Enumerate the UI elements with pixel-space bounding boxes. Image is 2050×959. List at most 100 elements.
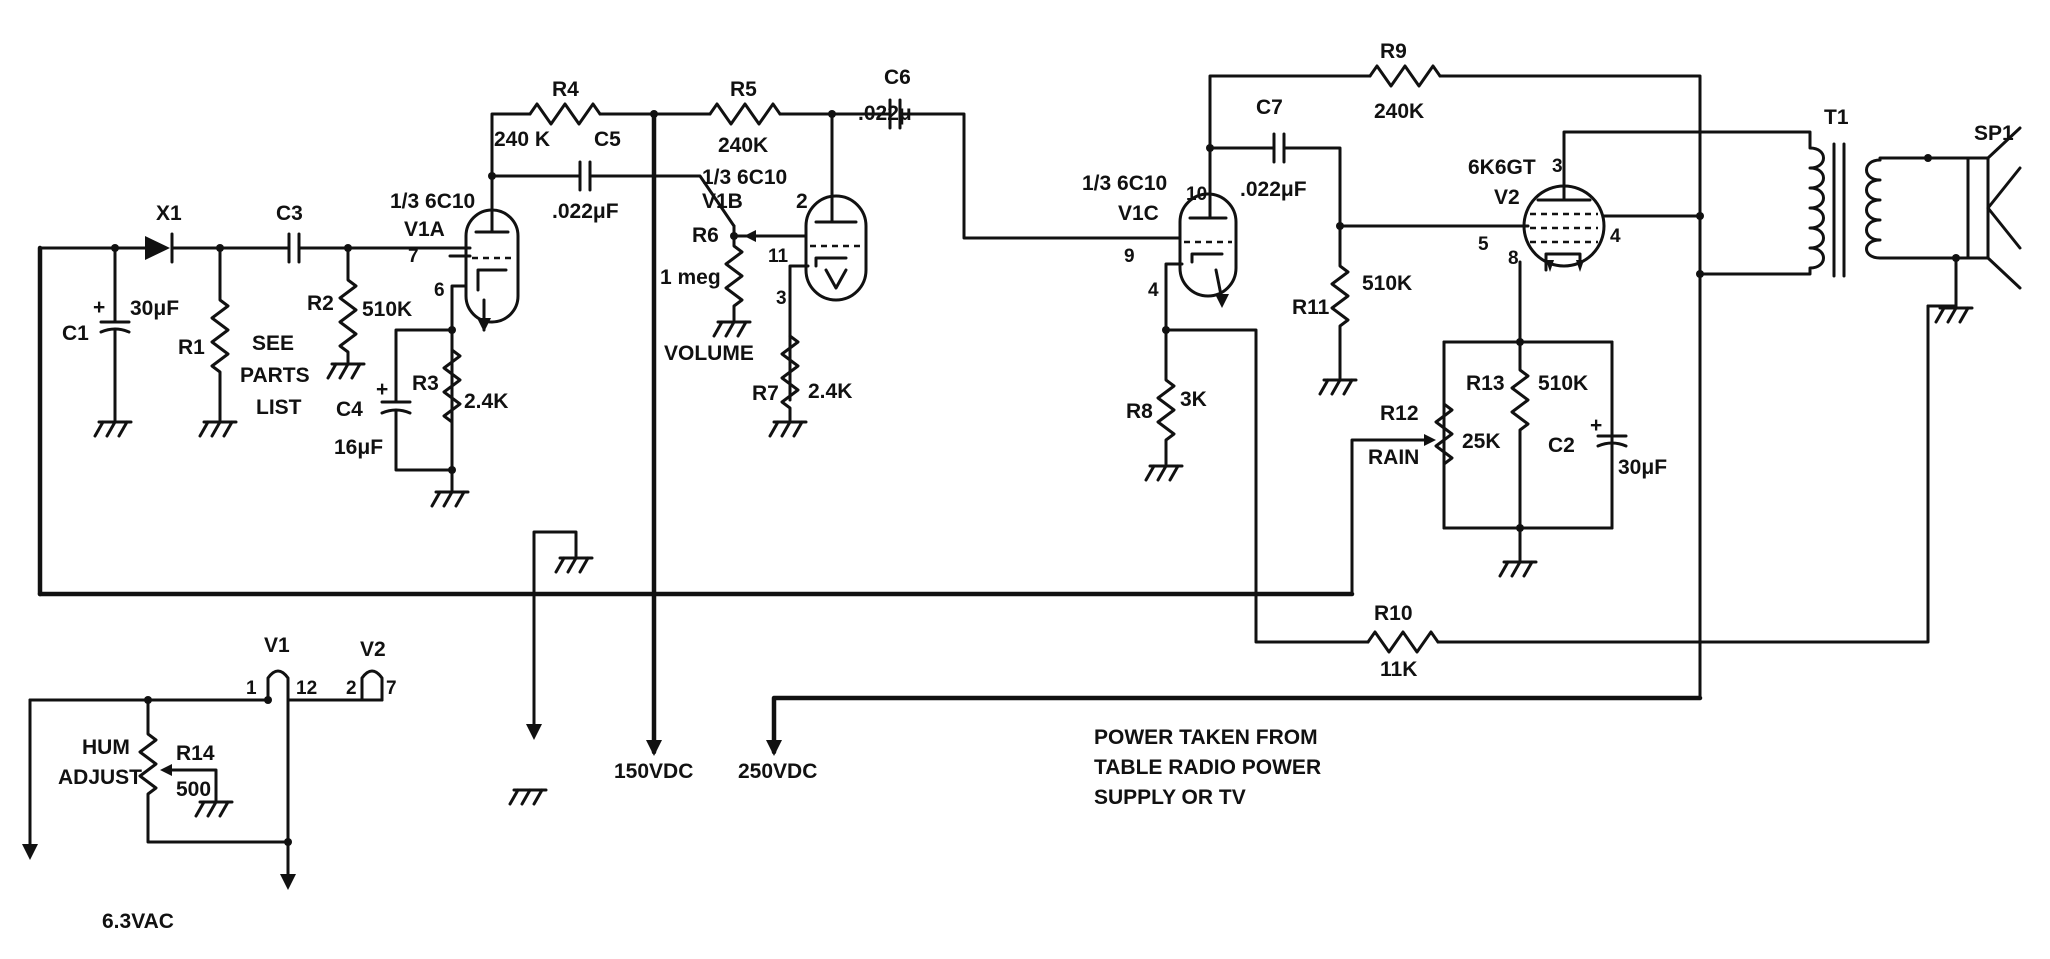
capacitor-c1	[93, 246, 133, 438]
r3-value: 2.4K	[464, 390, 508, 413]
r10-value: 11K	[1380, 658, 1417, 681]
c2-value: 30μF	[1618, 456, 1667, 479]
v1b-pin-3: 3	[776, 288, 787, 309]
resistor-r7	[768, 334, 808, 438]
r12-function: RAIN	[1368, 446, 1419, 469]
c3-label: C3	[276, 202, 303, 225]
resistor-r9	[1368, 64, 1442, 88]
heater-v2-pin-7: 7	[386, 678, 397, 699]
c1-polarity: +	[93, 296, 105, 319]
heater-v2-pin-2: 2	[346, 678, 357, 699]
r1-note-line1: SEE	[252, 332, 294, 355]
power-note-line3: SUPPLY OR TV	[1094, 786, 1246, 809]
r8-label: R8	[1126, 400, 1153, 423]
v2-type: 6K6GT	[1468, 156, 1536, 179]
r11-label: R11	[1292, 296, 1330, 319]
heater-v1-pin-12: 12	[296, 678, 317, 699]
c5-value: .022μF	[552, 200, 619, 223]
resistor-r4	[528, 102, 602, 126]
c4-label: C4	[336, 398, 363, 421]
v1b-pin-11: 11	[768, 246, 789, 267]
transformer-t1	[1698, 130, 1970, 278]
v1a-pin-7: 7	[408, 246, 419, 267]
r14-function-line2: ADJUST	[58, 766, 142, 789]
r7-value: 2.4K	[808, 380, 852, 403]
r1-note-line3: LIST	[256, 396, 302, 419]
resistor-r3	[442, 348, 462, 472]
v1a-type: 1/3 6C10	[390, 190, 475, 213]
heater-wiring	[22, 669, 384, 890]
r6-function: VOLUME	[664, 342, 754, 365]
v1c-label: V1C	[1118, 202, 1159, 225]
r5-value: 240K	[718, 134, 768, 157]
capacitor-c4	[380, 328, 454, 472]
v1b-pin-2: 2	[796, 190, 808, 213]
speaker-sp1	[1966, 126, 2022, 290]
supply-6-3vac: 6.3VAC	[102, 910, 174, 933]
r2-value: 510K	[362, 298, 412, 321]
r4-value: 240 K	[494, 128, 550, 151]
c6-value: .022μ	[858, 102, 912, 125]
c1-value: 30μF	[130, 297, 179, 320]
r4-label: R4	[552, 78, 579, 101]
r14-value: 500	[176, 778, 211, 801]
power-note-line1: POWER TAKEN FROM	[1094, 726, 1318, 749]
potentiometer-r12	[1424, 340, 1454, 530]
r6-label: R6	[692, 224, 719, 247]
heater-v1-label: V1	[264, 634, 290, 657]
t1-label: T1	[1824, 106, 1849, 129]
c1-label: C1	[62, 322, 89, 345]
r13-label: R13	[1466, 372, 1505, 395]
r1-note-line2: PARTS	[240, 364, 310, 387]
heater-v1-pin-1: 1	[246, 678, 257, 699]
resistor-r8	[1144, 328, 1184, 482]
r12-label: R12	[1380, 402, 1419, 425]
r11-value: 510K	[1362, 272, 1412, 295]
c4-polarity: +	[376, 378, 388, 401]
r14-function-line1: HUM	[82, 736, 130, 759]
v2-pin-5: 5	[1478, 234, 1489, 255]
resistor-r10	[1366, 630, 1440, 654]
power-note-line2: TABLE RADIO POWER	[1094, 756, 1321, 779]
r8-value: 3K	[1180, 388, 1207, 411]
x1-label: X1	[156, 202, 182, 225]
c7-label: C7	[1256, 96, 1283, 119]
resistor-r2	[326, 246, 366, 380]
sp1-label: SP1	[1974, 122, 2014, 145]
r5-label: R5	[730, 78, 757, 101]
resistor-r1	[198, 246, 238, 438]
capacitor-c2	[1596, 340, 1628, 530]
resistor-r5	[708, 102, 782, 126]
v2-label: V2	[1494, 186, 1520, 209]
potentiometer-r14	[138, 698, 290, 844]
resistor-r13	[1510, 340, 1530, 530]
v2-pin-4: 4	[1610, 226, 1621, 247]
v1b-type: 1/3 6C10	[702, 166, 787, 189]
heater-v2-label: V2	[360, 638, 386, 661]
v2-pin-8: 8	[1508, 248, 1519, 269]
r12-value: 25K	[1462, 430, 1501, 453]
tube-v1b	[804, 194, 868, 302]
v1c-pin-4: 4	[1148, 280, 1159, 301]
tube-v1c	[1178, 192, 1238, 308]
v1a-pin-6: 6	[434, 280, 445, 301]
r7-label: R7	[752, 382, 779, 405]
diode-x1	[145, 232, 174, 264]
r9-value: 240K	[1374, 100, 1424, 123]
r1-label: R1	[178, 336, 205, 359]
v1c-pin-9: 9	[1124, 246, 1135, 267]
r13-value: 510K	[1538, 372, 1588, 395]
tube-v1a	[464, 208, 520, 332]
c2-polarity: +	[1590, 414, 1602, 437]
supply-150vdc: 150VDC	[614, 760, 693, 783]
potentiometer-r6	[712, 224, 756, 338]
v2-pin-3: 3	[1552, 156, 1563, 177]
r9-label: R9	[1380, 40, 1407, 63]
v1b-label: V1B	[702, 190, 743, 213]
r10-label: R10	[1374, 602, 1413, 625]
v1c-type: 1/3 6C10	[1082, 172, 1167, 195]
supply-250vdc: 250VDC	[738, 760, 817, 783]
r2-label: R2	[307, 292, 334, 315]
v1a-label: V1A	[404, 218, 445, 241]
